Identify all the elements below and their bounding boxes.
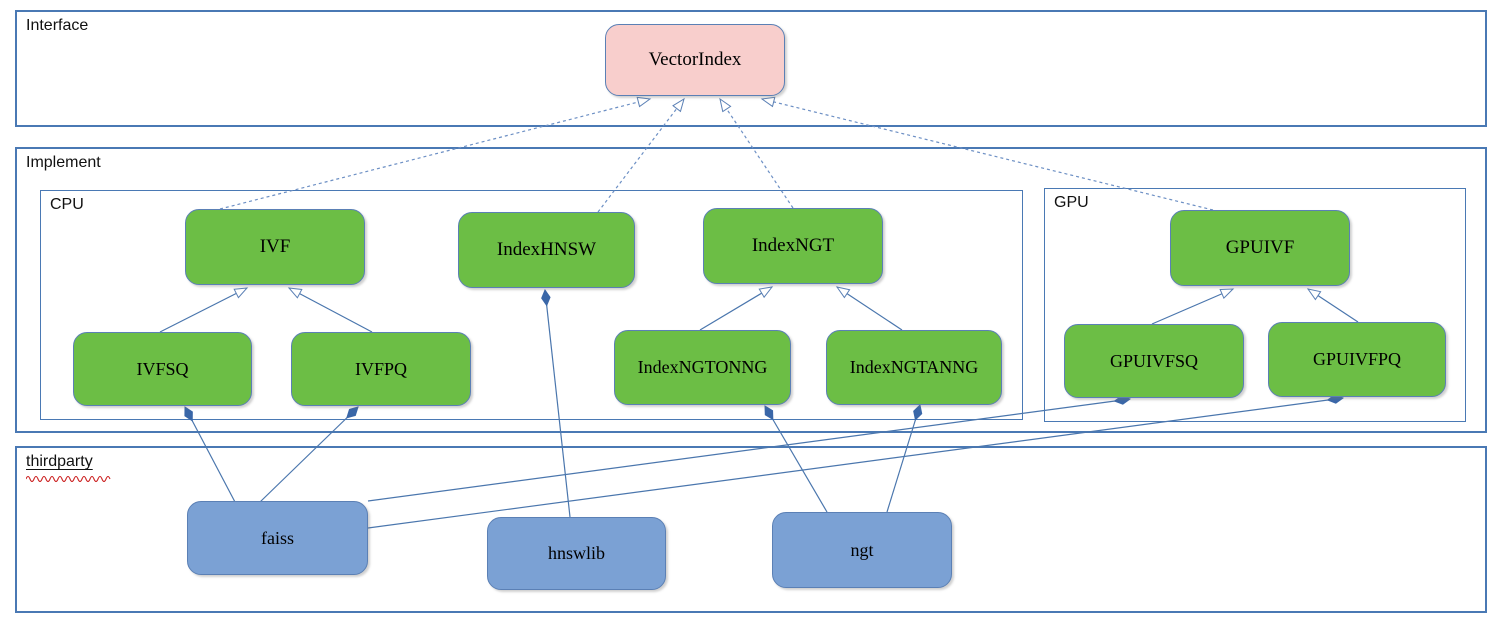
edge-generalization-ivfsq-ivf [159,287,249,333]
edge-generalization-gpuivfpq-gpuivf [1306,288,1359,323]
spellcheck-squiggle-icon [26,475,111,482]
section-cpu: CPU [40,190,1023,420]
section-thirdparty: thirdparty [15,446,1487,613]
node-indexngt-label: IndexNGT [751,235,835,256]
node-indexngtonng-label: IndexNGTONNG [637,357,768,377]
edge-generalization-indexngtonng-indexngt [699,286,774,331]
node-indexhnsw: IndexHNSW [458,212,635,288]
section-implement: Implement [15,147,1487,433]
node-ivf: IVF [185,209,365,285]
edge-realization-ivf-vectorindex [219,96,652,210]
node-indexngtonng: IndexNGTONNG [614,330,791,405]
node-indexngt: IndexNGT [703,208,883,284]
node-faiss-label: faiss [261,527,294,548]
edge-realization-indexhnsw-vectorindex [597,97,685,213]
node-faiss: faiss [187,501,368,575]
node-gpuivfpq-label: GPUIVFPQ [1312,349,1402,369]
node-gpuivfsq: GPUIVFSQ [1064,324,1244,398]
section-implement-label: Implement [26,154,101,171]
node-ivf-label: IVF [259,236,291,257]
node-hnswlib-label: hnswlib [547,543,605,563]
edge-generalization-indexngtanng-indexngt [835,286,903,331]
edge-generalization-gpuivfsq-gpuivf [1151,288,1235,325]
edge-realization-gpuivf-vectorindex [760,96,1214,211]
node-gpuivf-label: GPUIVF [1225,237,1295,258]
section-gpu-label: GPU [1054,194,1089,211]
edge-composition-ngt-indexngtonng [765,406,828,513]
section-interface-label: Interface [26,17,89,34]
node-indexngtanng: IndexNGTANNG [826,330,1002,405]
edge-realization-indexngt-vectorindex [719,97,794,209]
node-gpuivfpq: GPUIVFPQ [1268,322,1446,397]
node-ivfsq-label: IVFSQ [136,358,189,379]
node-ngt: ngt [772,512,952,588]
node-vectorindex-label: VectorIndex [648,49,742,70]
edge-composition-faiss-ivfpq [259,407,358,503]
node-gpuivf: GPUIVF [1170,210,1350,286]
section-thirdparty-label: thirdparty [26,453,93,470]
edge-composition-faiss-gpuivfsq [367,399,1130,502]
section-interface: Interface [15,10,1487,127]
node-indexhnsw-label: IndexHNSW [496,239,597,260]
node-ivfsq: IVFSQ [73,332,252,406]
edge-composition-faiss-ivfsq [185,407,236,503]
node-ivfpq-label: IVFPQ [354,358,407,379]
edge-generalization-ivfpq-ivf [287,287,373,333]
node-ivfpq: IVFPQ [291,332,471,406]
node-gpuivfsq-label: GPUIVFSQ [1109,350,1199,371]
node-ngt-label: ngt [850,539,874,560]
node-indexngtanng-label: IndexNGTANNG [849,357,979,377]
node-vectorindex: VectorIndex [605,24,785,96]
section-gpu: GPU [1044,188,1466,422]
edge-composition-ngt-indexngtanng [886,405,920,513]
section-cpu-label: CPU [50,196,84,213]
edge-composition-faiss-gpuivfpq [367,398,1343,529]
edge-composition-hnswlib-indexhnsw [545,290,571,518]
node-hnswlib: hnswlib [487,517,666,590]
